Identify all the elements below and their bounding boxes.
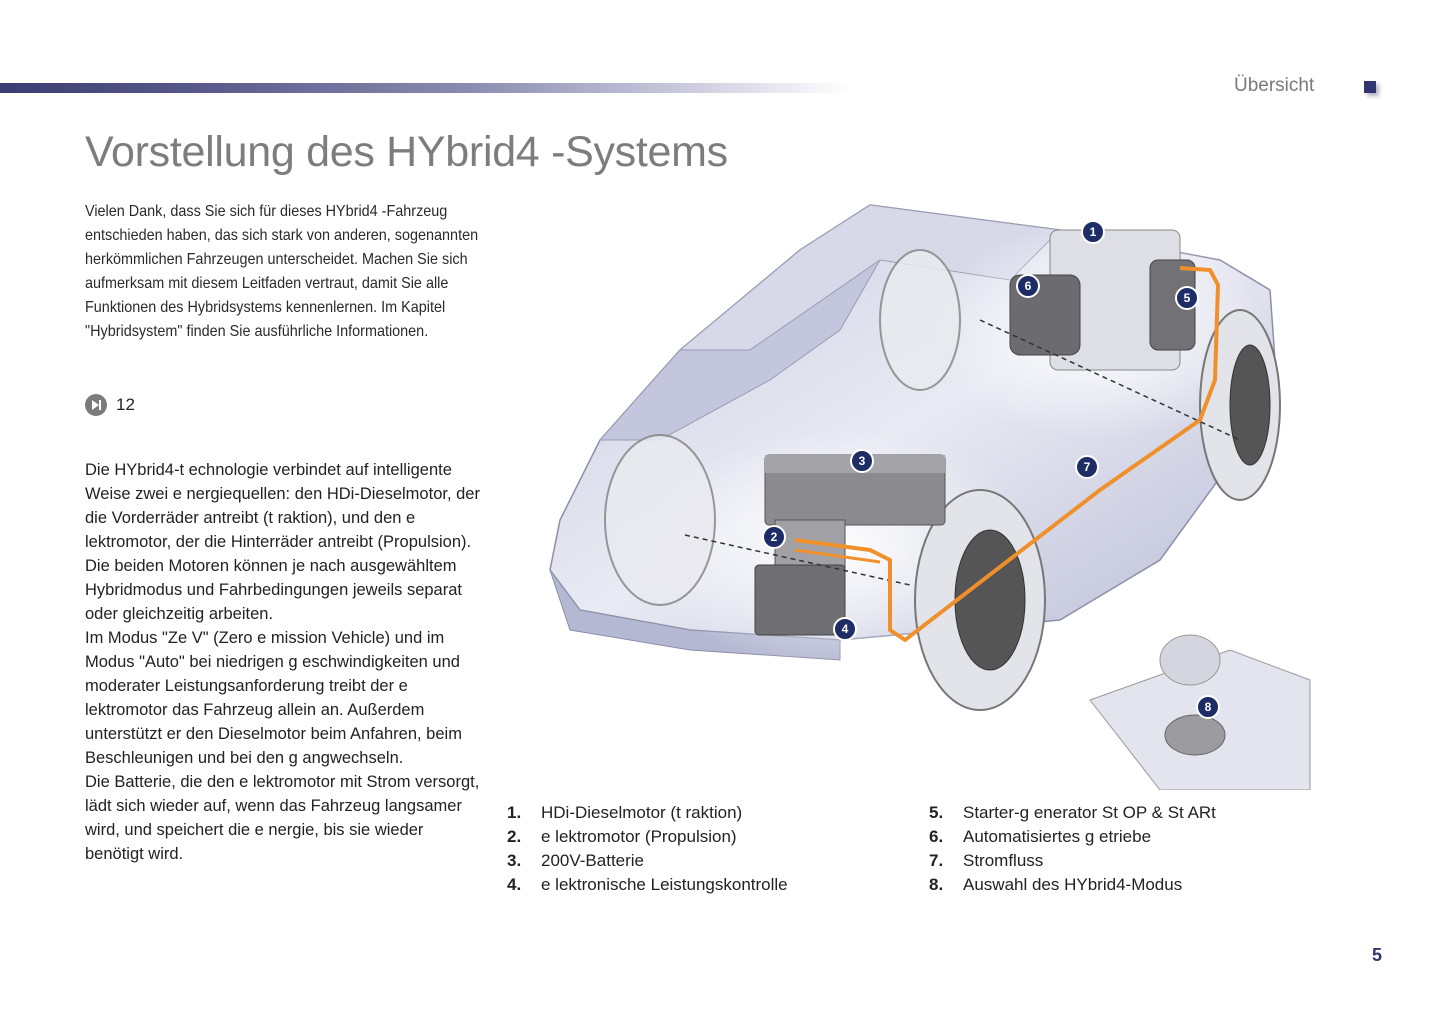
callout-4: 4 [833,617,857,641]
page-reference[interactable]: 12 [85,394,135,416]
callout-3: 3 [850,449,874,473]
body-paragraph: Die HYbrid4-t echnologie verbindet auf i… [85,461,480,551]
body-paragraph: Die beiden Motoren können je nach ausgew… [85,557,462,623]
svg-text:7: 7 [1084,460,1091,474]
legend-item: 3.200V-Batterie [507,851,645,870]
front-right-wheel [879,249,961,391]
mode-selector-knob [1164,714,1226,756]
svg-text:4: 4 [842,622,849,636]
callout-badges: 1 2 3 4 5 6 7 8 [762,220,1220,719]
body-paragraph: Die Batterie, die den e lektromotor mit … [85,773,480,863]
power-control-unit [754,564,846,636]
hybrid-car-illustration: 1 2 3 4 5 6 7 8 [549,204,1311,790]
reference-page-number: 12 [116,395,135,414]
skip-forward-icon [85,394,107,416]
legend-item: 5.Starter-g enerator St OP & St ARt [929,803,1216,822]
page-title: Vorstellung des HYbrid4 -Systems [85,128,728,176]
body-paragraph: Im Modus "Ze V" (Zero e mission Vehicle)… [85,629,462,767]
legend-item: 2.e lektromotor (Propulsion) [507,827,737,846]
legend-item: 1.HDi-Dieselmotor (t raktion) [507,803,743,822]
svg-text:6: 6 [1025,279,1032,293]
legend-item: 7.Stromfluss [929,851,1044,870]
callout-7: 7 [1075,455,1099,479]
power-flow-line [794,266,1220,642]
callout-2: 2 [762,525,786,549]
legend-right: 5.Starter-g enerator St OP & St ARt 6.Au… [929,801,1216,897]
header-gradient-bar [0,83,850,93]
callout-1: 1 [1081,220,1105,244]
legend-item: 6.Automatisiertes g etriebe [929,827,1152,846]
svg-text:5: 5 [1184,291,1191,305]
car-windshield [598,259,881,441]
svg-text:8: 8 [1205,700,1212,714]
svg-text:1: 1 [1090,225,1097,239]
svg-text:3: 3 [859,454,866,468]
callout-6: 6 [1016,274,1040,298]
svg-text:2: 2 [771,530,778,544]
page-number: 5 [1372,945,1383,965]
legend-item: 8.Auswahl des HYbrid4-Modus [929,875,1183,894]
legend-left: 1.HDi-Dieselmotor (t raktion) 2.e lektro… [507,801,788,897]
legend-item: 4.e lektronische Leistungskontrolle [507,875,788,894]
front-left-wheel [604,434,716,606]
intro-paragraph: Vielen Dank, dass Sie sich für dieses HY… [85,203,479,340]
callout-8: 8 [1196,695,1220,719]
section-marker-square [1364,81,1376,93]
section-label: Übersicht [1234,75,1315,96]
gear-lever [1159,634,1221,686]
body-text: Die HYbrid4-t echnologie verbindet auf i… [85,458,485,866]
callout-5: 5 [1175,286,1199,310]
